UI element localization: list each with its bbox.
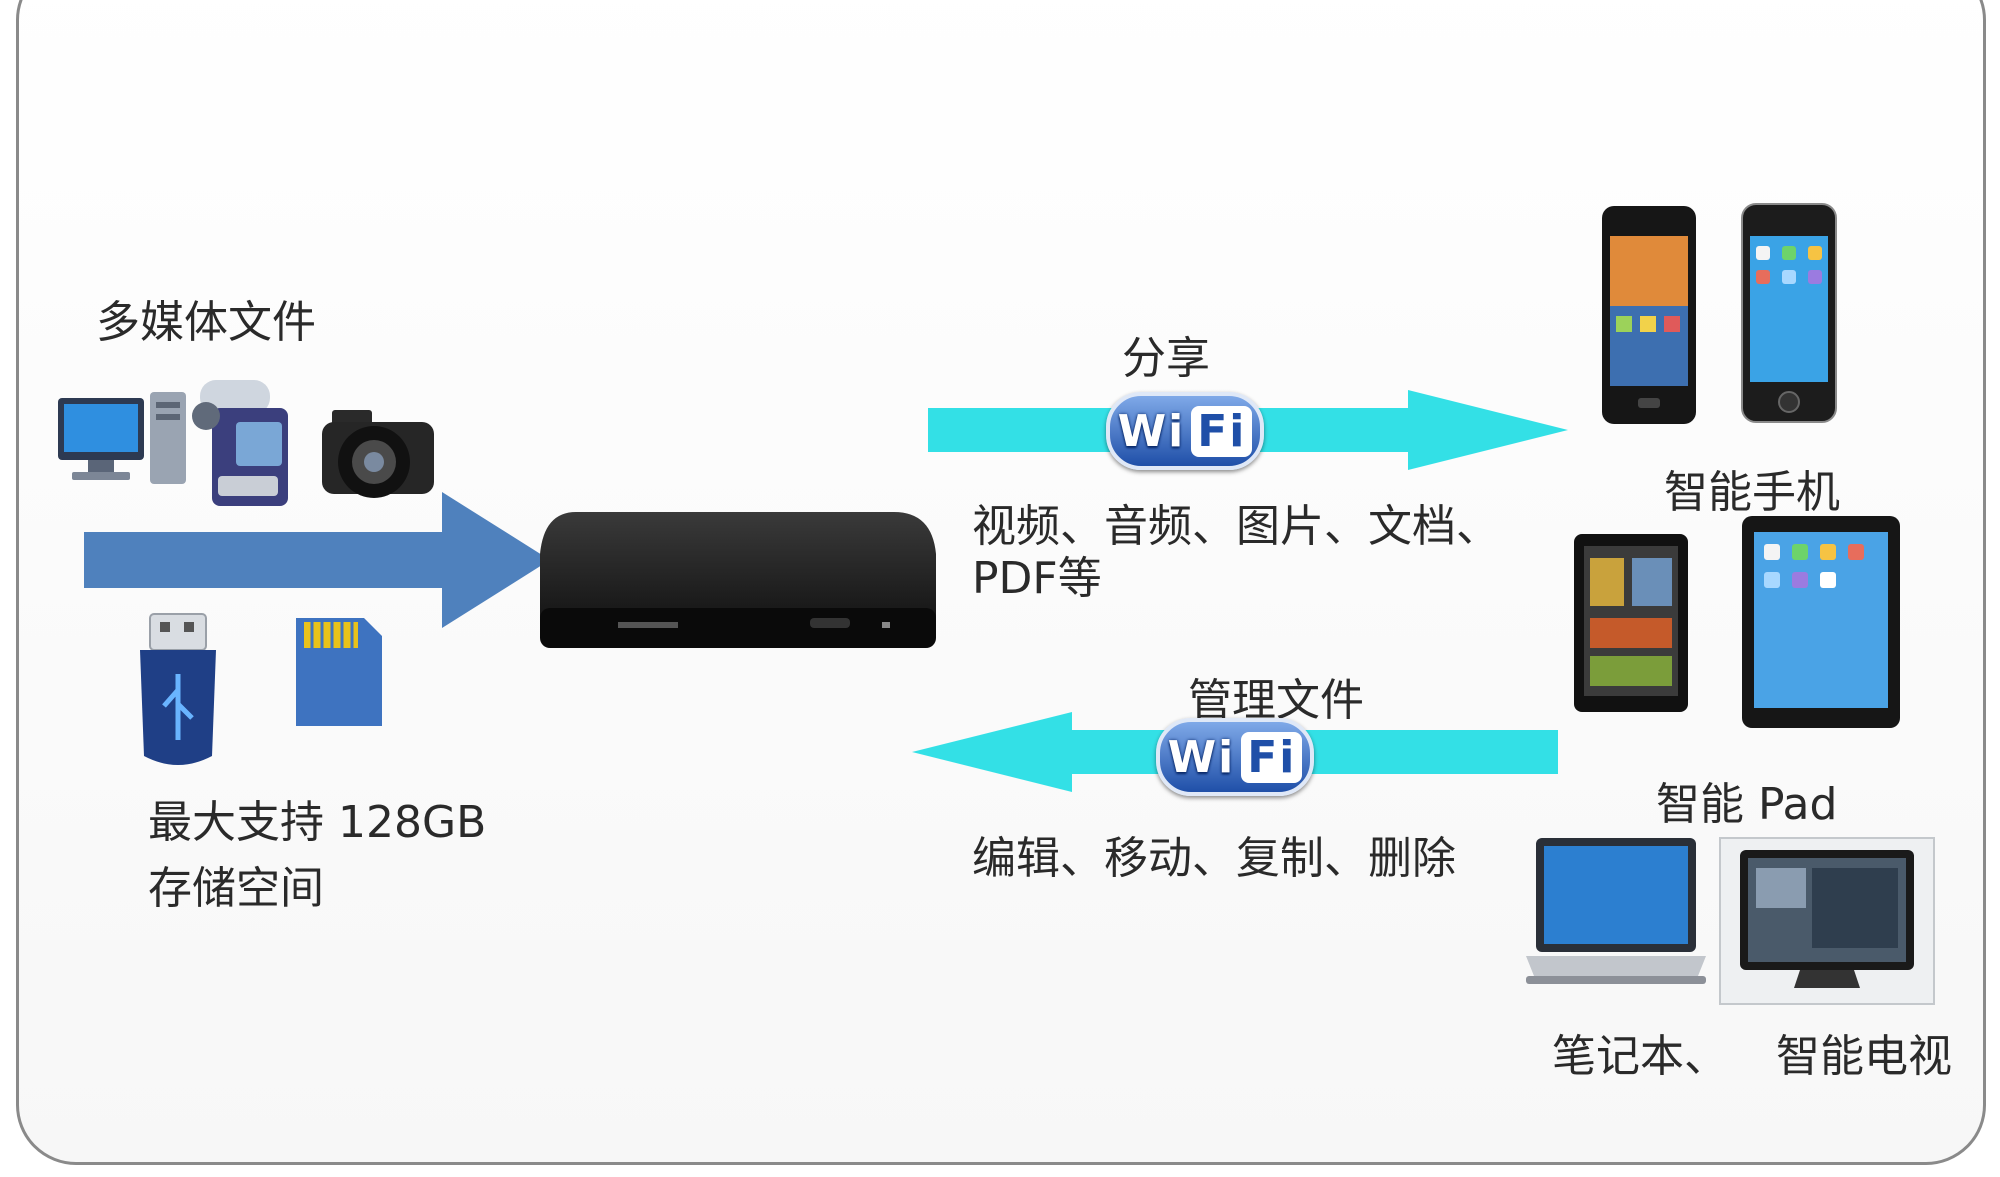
tablet-ipad-icon [1742,516,1900,728]
storage-capacity-line2: 存储空间 [148,863,324,914]
wifi-badge-manage-fi: Fi [1241,731,1303,783]
smartphone-android-icon [1602,206,1696,424]
smart-tv-icon [1719,837,1935,1005]
wifi-badge-manage-wi: Wi [1167,731,1236,783]
desktop-computer-icon [58,392,186,484]
smartphone-iphone-icon [1741,203,1837,423]
share-title: 分享 [1122,333,1210,384]
laptop-icon [1526,838,1706,984]
smartphone-label: 智能手机 [1664,467,1840,518]
smart-pad-label: 智能 Pad [1656,779,1838,830]
manage-operations: 编辑、移动、复制、删除 [972,833,1456,884]
camera-icon [322,410,434,498]
manage-files-title: 管理文件 [1188,675,1364,726]
wifi-badge-share-fi: Fi [1191,405,1253,457]
sd-card-icon [296,618,382,726]
share-content-types-line1: 视频、音频、图片、文档、 [972,501,1500,552]
storage-capacity-line1: 最大支持 128GB [148,797,487,848]
wifi-badge-share-wi: Wi [1117,405,1186,457]
notebook-label: 笔记本、 [1552,1031,1728,1082]
input-arrow [84,492,550,628]
wireless-storage-device [540,512,936,648]
camcorder-icon [192,380,288,506]
usb-drive-icon [140,613,216,765]
multimedia-files-title: 多媒体文件 [96,297,316,348]
tablet-small-icon [1574,534,1688,712]
share-content-types-line2: PDF等 [972,553,1102,604]
smart-tv-label: 智能电视 [1776,1031,1952,1082]
